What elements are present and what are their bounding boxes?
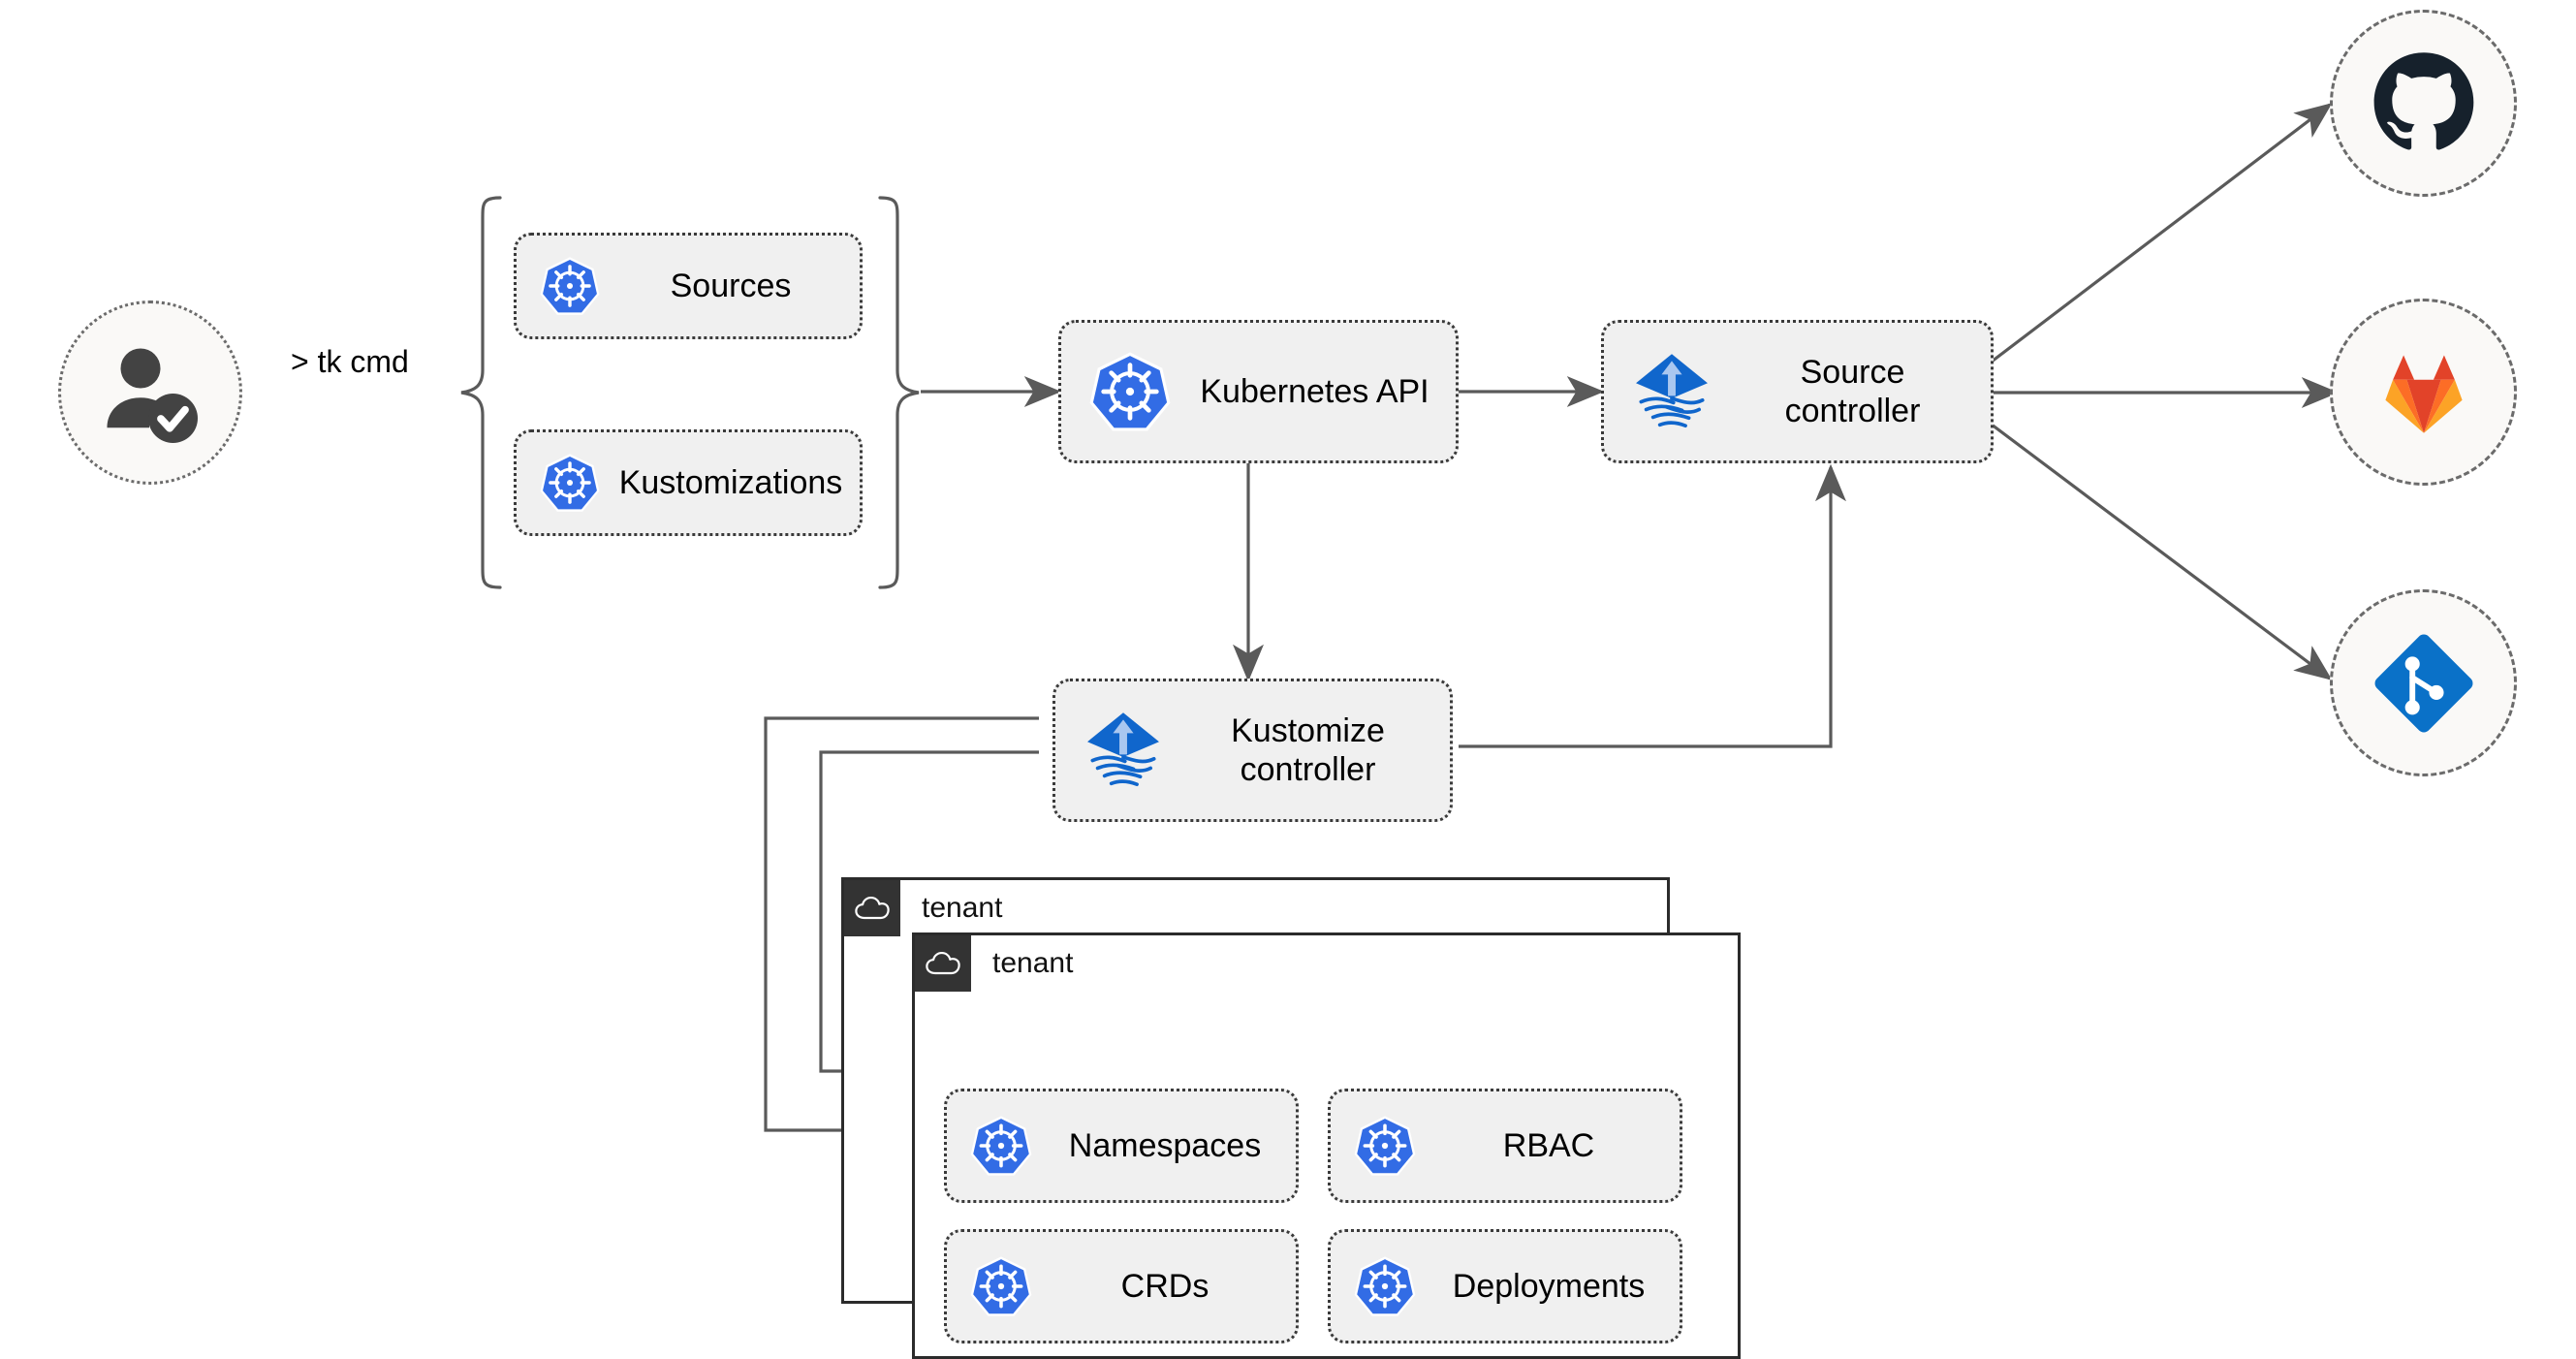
node-source-controller[interactable]: Source controller (1601, 320, 1994, 463)
resource-box-kustomizations[interactable]: Kustomizations (514, 429, 863, 536)
node-label: Source controller (1784, 353, 1921, 429)
group-brace-left (460, 196, 502, 589)
cloud-icon (844, 880, 900, 936)
tenant-titlebar: tenant (915, 935, 1073, 992)
kubernetes-icon (538, 451, 602, 515)
tenant-resource-label: Namespaces (1068, 1126, 1262, 1164)
wire-source-to-github (1991, 103, 2333, 363)
kubernetes-icon (968, 1253, 1034, 1319)
resource-label: Kustomizations (618, 463, 843, 501)
node-kustomize-controller[interactable]: Kustomize controller (1052, 679, 1453, 822)
tenant-titlebar: tenant (844, 880, 1002, 936)
flux-icon (1629, 349, 1714, 434)
tenant-resource-rbac[interactable]: RBAC (1328, 1089, 1682, 1203)
kubernetes-icon (538, 254, 602, 318)
node-kubernetes-api[interactable]: Kubernetes API (1058, 320, 1459, 463)
provider-github[interactable] (2330, 10, 2517, 197)
tenant-resource-crds[interactable]: CRDs (944, 1229, 1299, 1343)
provider-git[interactable] (2330, 589, 2517, 776)
gitlab-icon (2384, 355, 2463, 433)
kubernetes-icon (968, 1113, 1034, 1179)
wire-kustomize-to-source (1459, 463, 1846, 748)
command-label: > tk cmd (291, 344, 409, 379)
group-brace-right (878, 196, 920, 589)
git-icon (2374, 634, 2472, 732)
tenant-resource-namespaces[interactable]: Namespaces (944, 1089, 1299, 1203)
cloud-icon (915, 935, 971, 992)
tenant-resource-deployments[interactable]: Deployments (1328, 1229, 1682, 1343)
provider-gitlab[interactable] (2330, 299, 2517, 486)
kubernetes-icon (1352, 1253, 1418, 1319)
tenant-window-2[interactable]: tenant (912, 932, 1741, 1359)
resource-box-sources[interactable]: Sources (514, 233, 863, 339)
kubernetes-icon (1086, 348, 1174, 435)
github-icon (2373, 51, 2473, 149)
tenant-label: tenant (992, 947, 1074, 979)
tenant-resource-label: RBAC (1502, 1126, 1595, 1164)
actor-avatar (58, 300, 242, 485)
wire-source-to-git (1991, 423, 2333, 680)
node-label: Kubernetes API (1200, 372, 1429, 410)
node-label: Kustomize controller (1231, 711, 1385, 788)
tenant-resource-label: Deployments (1452, 1267, 1646, 1305)
user-check-icon (107, 348, 198, 443)
kubernetes-icon (1352, 1113, 1418, 1179)
tenant-resource-label: CRDs (1120, 1267, 1209, 1305)
tenant-label: tenant (922, 892, 1003, 924)
resource-label: Sources (670, 267, 792, 304)
flux-icon (1081, 708, 1166, 793)
